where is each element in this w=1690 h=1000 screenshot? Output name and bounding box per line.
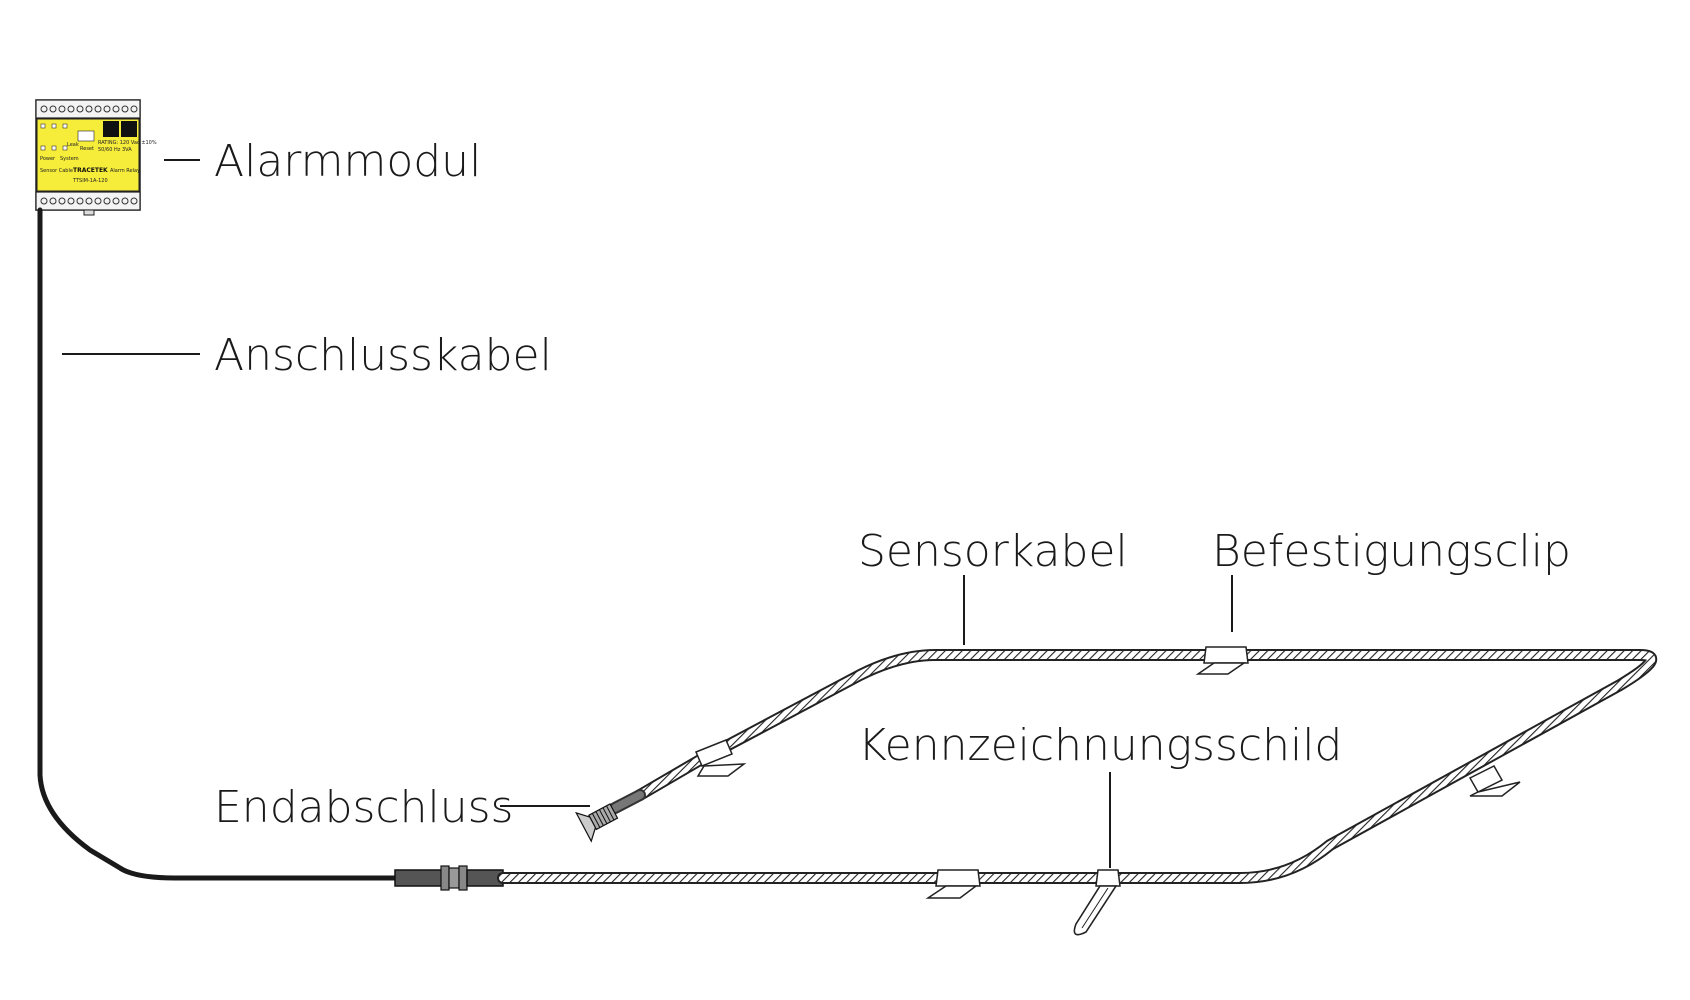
module-leak-text: Leak bbox=[67, 142, 79, 148]
mounting-clip-right bbox=[1468, 765, 1521, 797]
connection-cable bbox=[37, 207, 398, 881]
module-system-text: System bbox=[60, 156, 79, 162]
top-terminals bbox=[40, 105, 138, 113]
mounting-clip-bottom bbox=[925, 869, 981, 899]
module-rating-text: RATING: 120 Vac ±10% bbox=[98, 140, 157, 146]
cable-connector bbox=[394, 865, 504, 891]
label-mounting-clip: Befestigungsclip bbox=[1212, 526, 1571, 577]
label-sensor-cable: Sensorkabel bbox=[858, 526, 1128, 577]
module-brand-text: TRACETEK bbox=[73, 167, 108, 174]
module-power-text: Power bbox=[40, 156, 56, 162]
label-identification-tag: Kennzeichnungsschild bbox=[858, 720, 1342, 771]
module-sensor-cable-text: Sensor Cable bbox=[40, 168, 73, 174]
label-end-termination: Endabschluss bbox=[214, 782, 513, 833]
module-relay-text: Alarm Relay bbox=[110, 168, 140, 174]
sensor-cable bbox=[499, 651, 1656, 882]
mounting-clip-top bbox=[1195, 646, 1249, 675]
label-alarm-module: Alarmmodul bbox=[214, 136, 481, 187]
alarm-module: Power Sensor Cable System Leak Reset RAT… bbox=[35, 99, 157, 216]
mounting-clip-left bbox=[695, 739, 747, 777]
status-leds bbox=[40, 123, 68, 151]
label-connection-cable: Anschlusskabel bbox=[214, 330, 552, 381]
bottom-terminals bbox=[40, 197, 138, 205]
module-reset-text: Reset bbox=[80, 146, 94, 152]
identification-tag bbox=[1073, 869, 1121, 936]
module-rating2-text: 50/60 Hz 3VA bbox=[98, 147, 132, 153]
end-termination bbox=[575, 789, 646, 843]
module-model-text: TTSIM-1A-120 bbox=[72, 178, 108, 184]
